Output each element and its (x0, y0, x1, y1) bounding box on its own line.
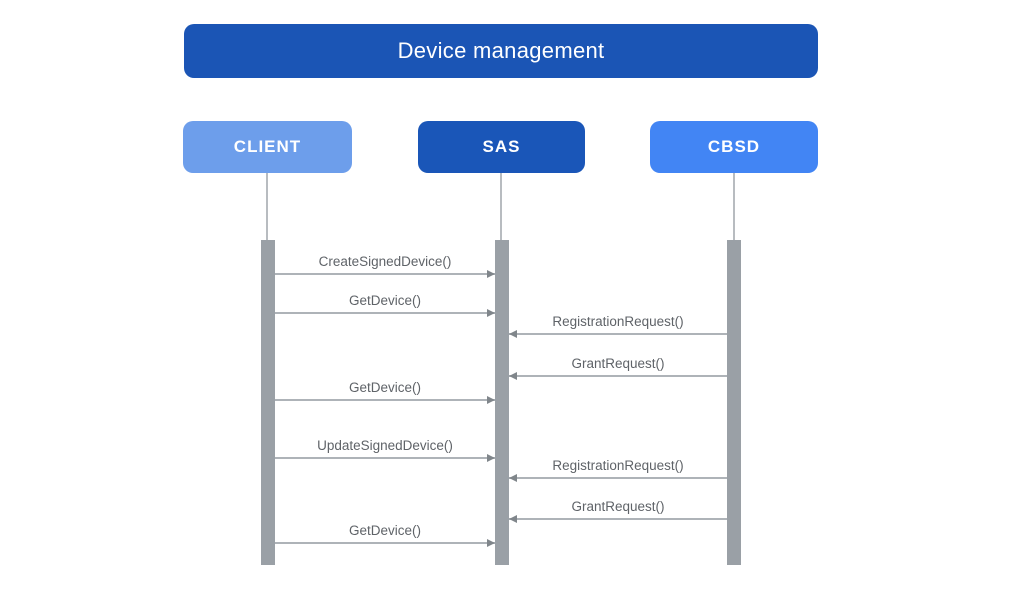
message-label: CreateSignedDevice() (318, 253, 452, 269)
message-label: GetDevice() (348, 379, 421, 395)
message-label: GetDevice() (348, 522, 421, 538)
message-line (275, 399, 495, 401)
actor-box-cbsd: CBSD (650, 121, 818, 173)
message-arrowhead (487, 270, 495, 278)
message-line (509, 477, 727, 479)
message-arrowhead (509, 372, 517, 380)
diagram-title: Device management (184, 24, 818, 78)
message-line (275, 273, 495, 275)
message: RegistrationRequest() (509, 453, 727, 482)
lifeline-client (266, 173, 268, 240)
message: GrantRequest() (509, 494, 727, 523)
actor-box-sas: SAS (418, 121, 585, 173)
message: GrantRequest() (509, 351, 727, 380)
activation-bar-cbsd (727, 240, 741, 565)
message: UpdateSignedDevice() (275, 433, 495, 462)
message-arrowhead (487, 539, 495, 547)
activation-bar-client (261, 240, 275, 565)
message: GetDevice() (275, 375, 495, 404)
message-line (275, 457, 495, 459)
message: CreateSignedDevice() (275, 249, 495, 278)
message: GetDevice() (275, 288, 495, 317)
lifeline-cbsd (733, 173, 735, 240)
message-label: RegistrationRequest() (552, 457, 684, 473)
message-label: UpdateSignedDevice() (317, 437, 453, 453)
message-label: GrantRequest() (571, 498, 665, 514)
activation-bar-sas (495, 240, 509, 565)
message-line (509, 333, 727, 335)
message-label: GetDevice() (348, 292, 421, 308)
message-arrowhead (509, 474, 517, 482)
message-arrowhead (509, 330, 517, 338)
lifeline-sas (500, 173, 502, 240)
message-line (275, 542, 495, 544)
message-label: GrantRequest() (571, 355, 665, 371)
message-arrowhead (509, 515, 517, 523)
message-line (509, 375, 727, 377)
message-arrowhead (487, 309, 495, 317)
message-arrowhead (487, 396, 495, 404)
actor-box-client: CLIENT (183, 121, 352, 173)
message-label: RegistrationRequest() (552, 313, 684, 329)
message: GetDevice() (275, 518, 495, 547)
message-arrowhead (487, 454, 495, 462)
message-line (275, 312, 495, 314)
message-line (509, 518, 727, 520)
message: RegistrationRequest() (509, 309, 727, 338)
